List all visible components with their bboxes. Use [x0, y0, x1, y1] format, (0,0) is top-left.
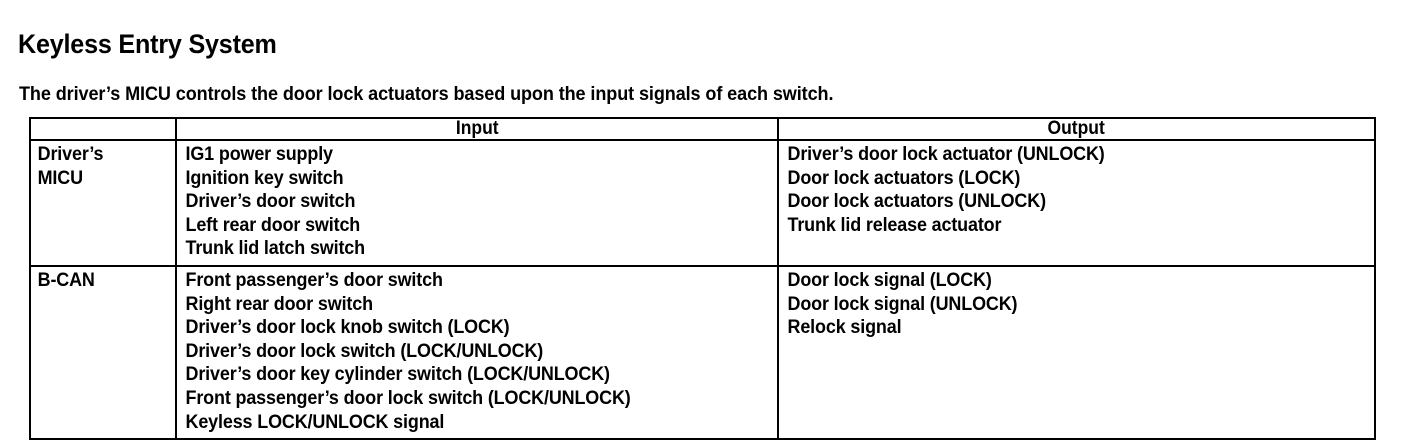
text-line: Driver’s door lock actuator (UNLOCK): [787, 144, 1105, 165]
text-line: MICU: [37, 167, 83, 189]
text-line: Driver’s: [37, 144, 104, 165]
text-line: Relock signal: [787, 317, 902, 339]
page-title: Keyless Entry System: [18, 29, 277, 60]
output-lines: Door lock signal (LOCK)Door lock signal …: [779, 269, 1341, 340]
scan-artifact: [1379, 120, 1381, 416]
text-line: Front passenger’s door switch: [185, 269, 443, 291]
text-line: Right rear door switch: [185, 293, 374, 315]
text-line: Driver’s door lock switch (LOCK/UNLOCK): [185, 340, 544, 362]
column-header-source: [29, 117, 177, 141]
cell-source: B-CAN: [29, 264, 177, 440]
text-line: Door lock signal (UNLOCK): [787, 293, 1018, 315]
column-header-input-label: Input: [455, 118, 499, 139]
intro-paragraph: The driver’s MICU controls the door lock…: [19, 84, 834, 105]
text-line: Door lock signal (LOCK): [787, 269, 992, 291]
text-line: Left rear door switch: [185, 214, 361, 236]
text-line: Driver’s door lock knob switch (LOCK): [185, 317, 510, 339]
table-header-row: Input Output: [29, 117, 1376, 141]
cell-output: Door lock signal (LOCK)Door lock signal …: [777, 264, 1376, 440]
column-header-output: Output: [777, 117, 1376, 141]
column-header-output-label: Output: [1047, 118, 1106, 139]
text-line: Driver’s door switch: [185, 191, 356, 213]
cell-output: Driver’s door lock actuator (UNLOCK)Door…: [777, 139, 1376, 267]
column-header-input: Input: [175, 117, 779, 141]
text-line: IG1 power supply: [185, 144, 334, 165]
source-lines: B-CAN: [31, 269, 167, 293]
text-line: Driver’s door key cylinder switch (LOCK/…: [185, 364, 610, 386]
table-header: Input Output: [29, 117, 1376, 141]
text-line: B-CAN: [37, 269, 95, 291]
text-line: Door lock actuators (LOCK): [787, 167, 1021, 189]
text-line: Keyless LOCK/UNLOCK signal: [185, 411, 445, 433]
text-line: Door lock actuators (UNLOCK): [787, 191, 1047, 213]
text-line: Ignition key switch: [185, 167, 344, 189]
text-line: Front passenger’s door lock switch (LOCK…: [185, 387, 631, 409]
text-line: Trunk lid latch switch: [185, 238, 366, 260]
text-line: Trunk lid release actuator: [787, 214, 1002, 236]
output-lines: Driver’s door lock actuator (UNLOCK)Door…: [779, 143, 1341, 237]
